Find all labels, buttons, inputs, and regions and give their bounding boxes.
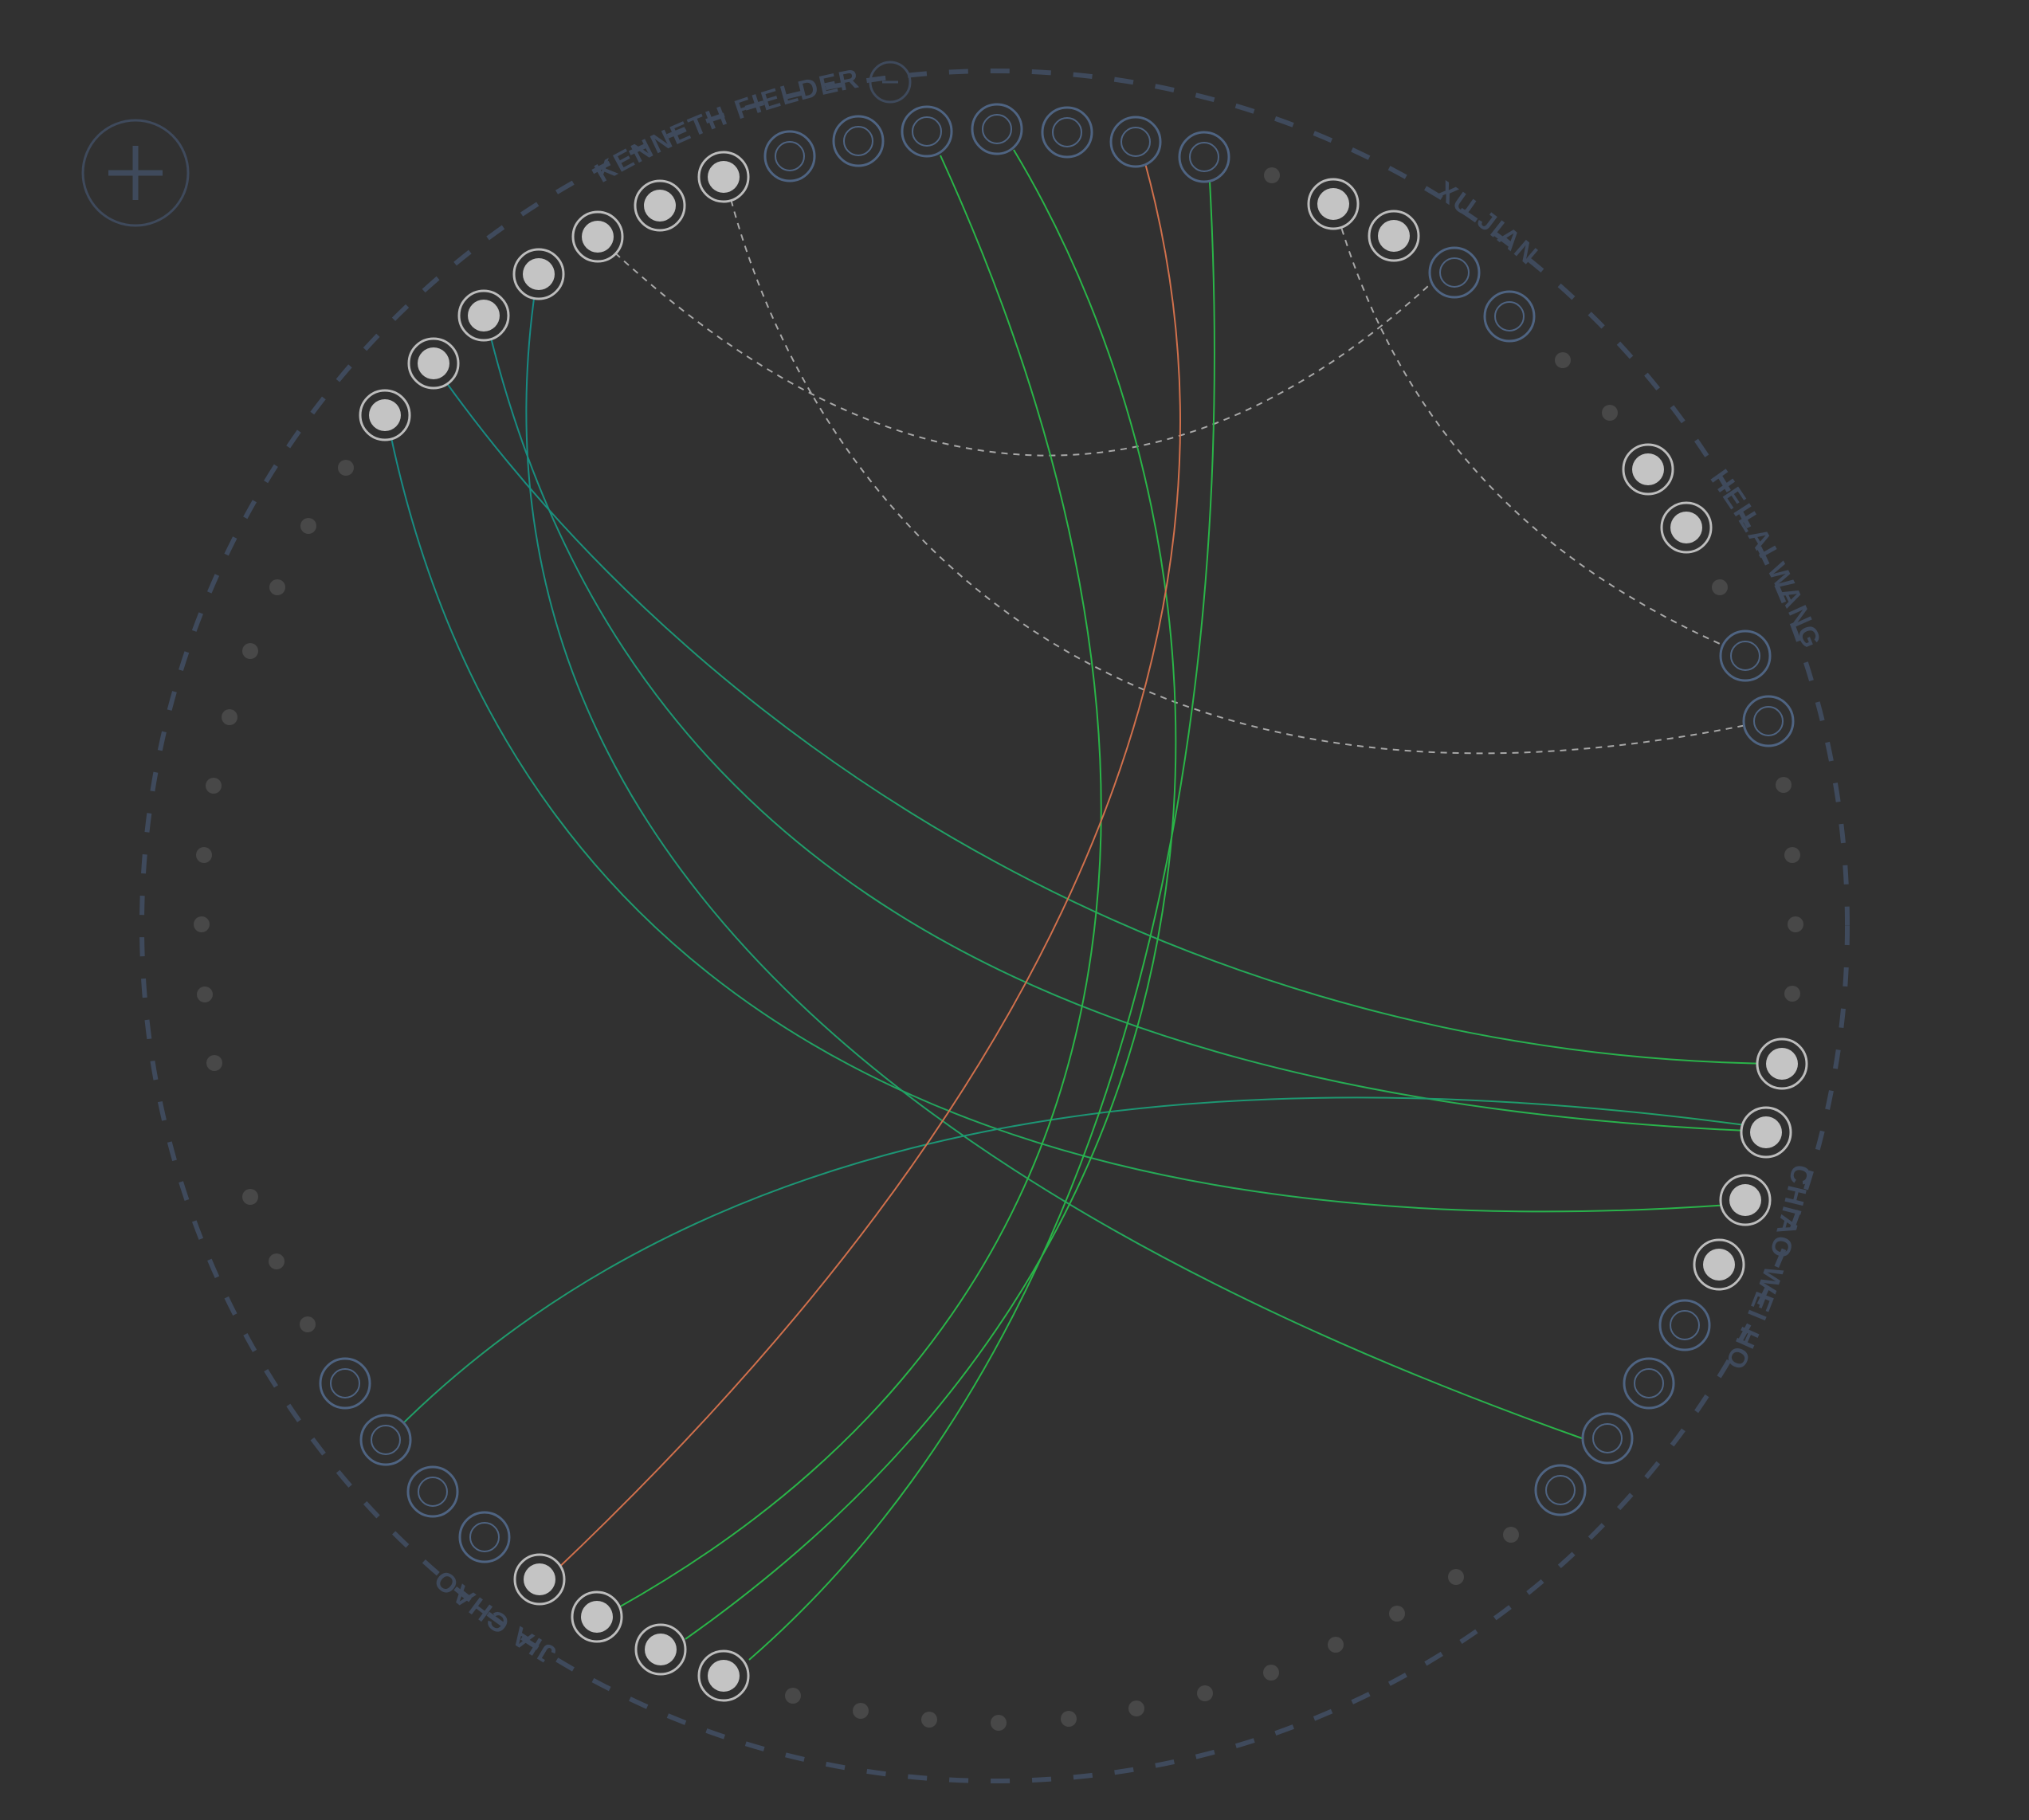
active-node[interactable] bbox=[697, 1649, 750, 1702]
inactive-node[interactable] bbox=[1178, 131, 1230, 183]
inactive-node[interactable] bbox=[763, 130, 816, 182]
inactive-node[interactable] bbox=[1623, 1357, 1675, 1410]
inactive-node[interactable] bbox=[458, 1511, 511, 1563]
zoom-in-button[interactable] bbox=[81, 119, 190, 227]
link-teal-green bbox=[445, 382, 1783, 1065]
inactive-node[interactable] bbox=[971, 103, 1023, 155]
inactive-node[interactable] bbox=[1534, 1464, 1587, 1516]
filler-dots bbox=[194, 167, 1803, 1731]
link-dashed bbox=[597, 236, 1439, 457]
inactive-node[interactable] bbox=[1719, 630, 1772, 682]
active-node[interactable] bbox=[1307, 178, 1360, 230]
active-node[interactable] bbox=[1756, 1037, 1808, 1090]
active-node[interactable] bbox=[1693, 1238, 1745, 1291]
links bbox=[390, 149, 1783, 1661]
link-dashed bbox=[724, 176, 1766, 755]
link-teal-green bbox=[390, 433, 1750, 1213]
link-green bbox=[617, 155, 1102, 1609]
link-dashed bbox=[1334, 205, 1746, 656]
link-teal-green bbox=[402, 1096, 1746, 1425]
active-node[interactable] bbox=[1660, 501, 1713, 554]
active-node[interactable] bbox=[571, 1591, 623, 1643]
active-node[interactable] bbox=[1740, 1106, 1792, 1159]
inactive-node[interactable] bbox=[1041, 106, 1093, 159]
inactive-node[interactable] bbox=[1658, 1299, 1711, 1351]
active-node[interactable] bbox=[571, 210, 624, 263]
active-node[interactable] bbox=[457, 289, 510, 342]
active-node[interactable] bbox=[1719, 1174, 1772, 1226]
collapse-group-button[interactable] bbox=[869, 61, 912, 104]
inactive-node[interactable] bbox=[1581, 1412, 1634, 1465]
inactive-node[interactable] bbox=[1483, 290, 1536, 343]
link-teal-green bbox=[489, 334, 1766, 1132]
group-label-heilai-wang: HEILAI WANG bbox=[1705, 465, 1827, 654]
inactive-node[interactable] bbox=[319, 1357, 371, 1410]
inactive-node[interactable] bbox=[1742, 695, 1795, 747]
inactive-node[interactable] bbox=[406, 1465, 459, 1518]
active-node[interactable] bbox=[512, 248, 565, 300]
active-node[interactable] bbox=[634, 179, 686, 232]
link-green bbox=[748, 181, 1215, 1661]
link-teal-green bbox=[525, 298, 1583, 1439]
nodes bbox=[319, 103, 1808, 1702]
active-node[interactable] bbox=[697, 151, 750, 203]
active-node[interactable] bbox=[407, 337, 460, 390]
inactive-node[interactable] bbox=[1109, 116, 1162, 168]
outer-ring bbox=[139, 69, 1850, 1783]
inactive-node[interactable] bbox=[359, 1414, 412, 1466]
link-green bbox=[685, 149, 1177, 1640]
inactive-node[interactable] bbox=[832, 115, 885, 167]
active-node[interactable] bbox=[513, 1553, 566, 1606]
link-orange bbox=[551, 163, 1181, 1575]
inactive-node[interactable] bbox=[901, 105, 953, 158]
inactive-node[interactable] bbox=[1428, 246, 1481, 299]
active-node[interactable] bbox=[1622, 443, 1674, 496]
plus-icon bbox=[108, 146, 163, 200]
active-node[interactable] bbox=[634, 1623, 687, 1676]
active-node[interactable] bbox=[1368, 210, 1420, 262]
active-node[interactable] bbox=[359, 389, 411, 441]
